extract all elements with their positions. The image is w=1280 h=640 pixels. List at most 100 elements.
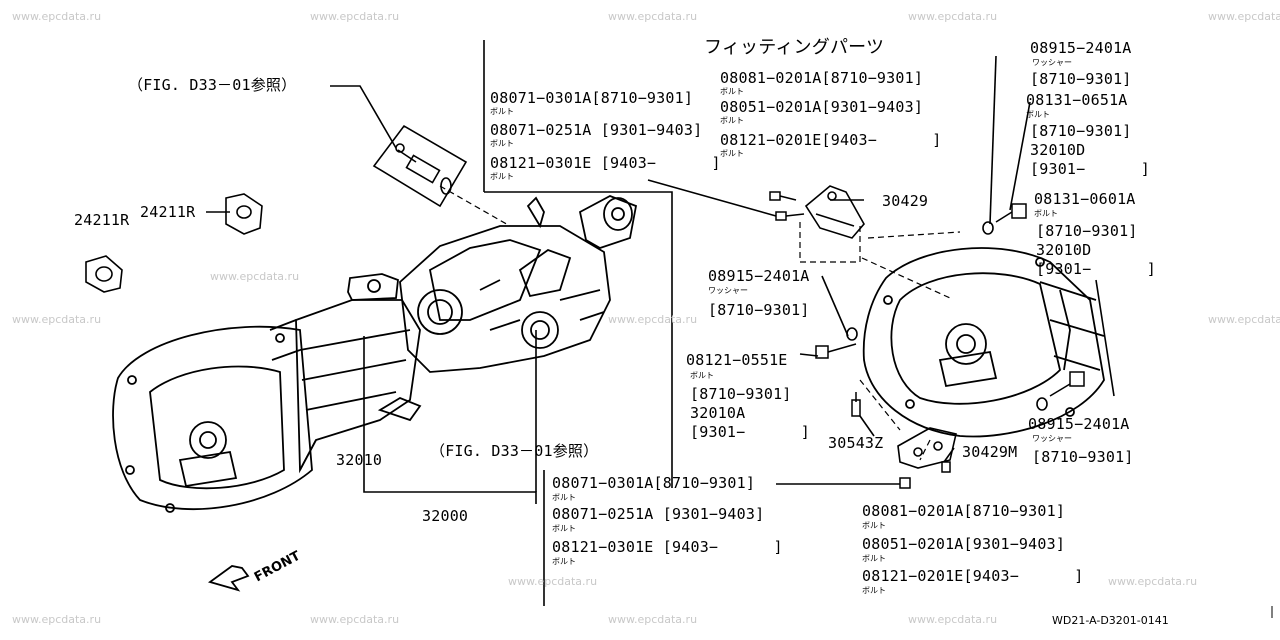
watermark: www.epcdata.ru [210,270,300,283]
part-alt: 32010A [690,404,746,422]
dashed-guide [919,439,931,461]
bell-housing-detail [862,247,1105,438]
washer-number: 08915−2401A [1030,39,1132,57]
washer-number: 08915−2401A [1028,415,1130,433]
bolt [775,211,805,221]
transfer-case [399,225,611,373]
bolt-label: ボルト [490,139,514,148]
dashed-guide [439,185,511,227]
stud-30543Z [851,392,861,417]
diagram-code: WD21-A-D3201-0141 [1052,614,1169,627]
bolt-label: ボルト [720,116,744,125]
output-flange [578,195,638,249]
bolt-label: ボルト [862,586,886,595]
bolt-number: 08081−0201A[8710−9301] [720,69,924,87]
bolt-label: ボルト [552,557,576,566]
watermark: www.epcdata.ru [608,613,698,626]
watermark: www.epcdata.ru [12,613,102,626]
bolt-number: 08051−0201A[9301−9403] [720,98,924,116]
bolt-label: ボルト [690,371,714,380]
mount-24211R-b [85,255,123,293]
bracket-30429M [897,427,957,469]
bolt-label: ボルト [720,87,744,96]
date-range: [8710−9301] [1030,122,1132,140]
washer-number: 08915−2401A [708,267,810,285]
bell-housing [112,325,313,510]
watermark: www.epcdata.ru [310,10,400,23]
bolt-label: ボルト [552,493,576,502]
watermark: www.epcdata.ru [908,10,998,23]
leader-line [859,415,875,437]
date-range: [8710−9301] [1032,448,1134,466]
leader-line [647,179,777,217]
transmission-assembly [112,195,638,513]
dashed-guide [867,231,961,239]
dashed-guide [861,257,951,299]
bracket-line [484,191,673,488]
bolt-number: 08121−0551E [686,351,788,369]
bolt-number: 08051−0201A[9301−9403] [862,535,1066,553]
bolt [995,203,1027,223]
date-range: [8710−9301] [1036,222,1138,240]
shifter-base [347,273,399,301]
watermark: www.epcdata.ru [908,613,998,626]
bolt-label: ボルト [490,172,514,181]
leader-line [989,55,997,225]
date-range: [9301− ] [1036,260,1156,278]
washer [846,327,858,341]
figure-ref-bottom: （FIG. D33－01参照） [430,442,599,460]
watermark: www.epcdata.ru [12,313,102,326]
bolt-number: 08121−0301E [9403− ] [490,154,721,172]
leader-line [1009,101,1031,211]
bolt-number: 08121−0201E[9403− ] [862,567,1084,585]
front-arrow [207,565,250,592]
washer-label: ワッシャー [1032,434,1072,443]
watermark: www.epcdata.ru [608,313,698,326]
bracket-30429 [804,185,865,239]
leader-line [1095,279,1115,397]
watermark: www.epcdata.ru [1208,10,1280,23]
bolt-label: ボルト [720,149,744,158]
bolt-label: ボルト [1026,110,1050,119]
part-32010: 32010 [336,451,383,469]
part-30429: 30429 [882,192,929,210]
bolt-label: ボルト [1034,209,1058,218]
bolt [899,477,911,489]
watermark: www.epcdata.ru [608,10,698,23]
date-range: [8710−9301] [690,385,792,403]
part-alt: 32010D [1036,241,1092,259]
part-24211R: 24211R [140,203,196,221]
washer-label: ワッシャー [1032,58,1072,67]
washer [982,221,994,235]
linkage-part [372,124,468,208]
bolt [941,461,951,473]
bolt-label: ボルト [862,521,886,530]
bolt-number: 08071−0301A[8710−9301] [490,89,694,107]
figure-ref-top: （FIG. D33－01参照） [128,76,297,94]
leader-line [821,275,849,337]
bolt [1049,371,1085,397]
bolt-number: 08121−0201E[9403− ] [720,131,942,149]
mount-24211R-a [225,193,263,235]
bolt-number: 08081−0201A[8710−9301] [862,502,1066,520]
date-range: [9301− ] [690,423,810,441]
watermark: www.epcdata.ru [310,613,400,626]
date-range: [9301− ] [1030,160,1150,178]
bracket-32000 [363,468,537,504]
bolt-number: 08071−0301A[8710−9301] [552,474,756,492]
bolt-label: ボルト [490,107,514,116]
bolt-number: 08131−0651A [1026,91,1128,109]
dashed-guide [799,222,861,263]
date-range: [8710−9301] [708,301,810,319]
bolt [769,191,797,201]
date-range: [8710−9301] [1030,70,1132,88]
fitting-parts-title: フィッティングパーツ [704,37,885,58]
part-30429M: 30429M [962,443,1018,461]
part-32000: 32000 [422,507,469,525]
bolt-label: ボルト [862,554,886,563]
leader-line [799,353,819,357]
watermark: www.epcdata.ru [12,10,102,23]
watermark: www.epcdata.ru [508,575,598,588]
dashed-guide [859,379,901,431]
